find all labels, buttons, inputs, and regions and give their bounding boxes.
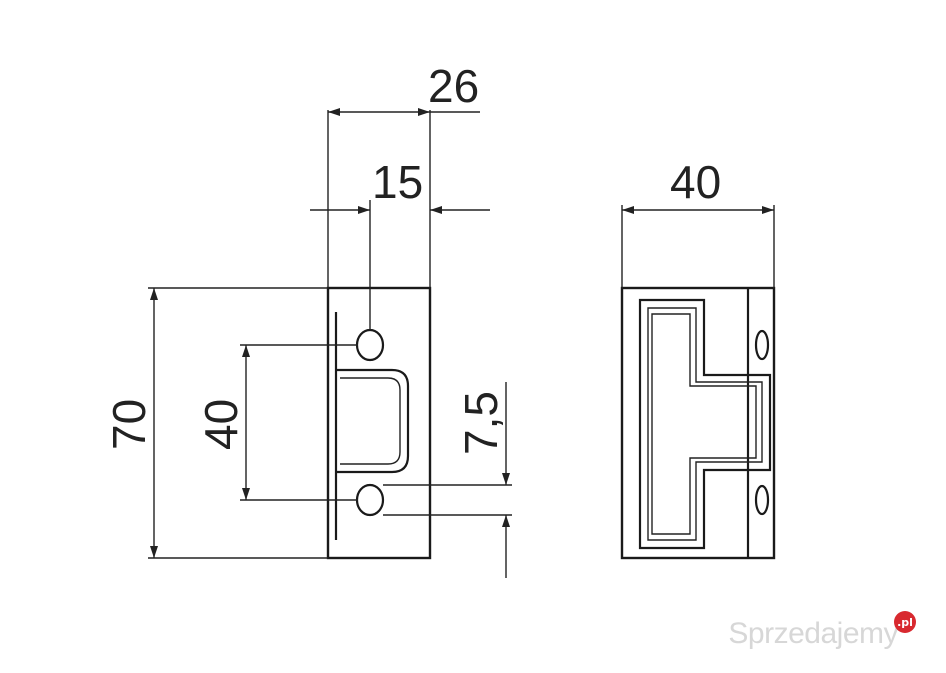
dim-label-40-holes: 40 (195, 399, 247, 450)
latch-pocket (336, 368, 410, 474)
t-pocket-outer (638, 298, 772, 550)
front-view: 26 15 70 40 7,5 (103, 60, 512, 578)
dim-label-7-5: 7,5 (455, 391, 507, 455)
dim-label-15: 15 (372, 156, 423, 208)
dim-label-70: 70 (103, 399, 155, 450)
strike-plate-outline (326, 286, 432, 560)
dim-label-40-width: 40 (670, 156, 721, 208)
side-hole-top (754, 329, 770, 361)
t-pocket-core (651, 313, 757, 535)
watermark-logo: Sprzedajemy .pl (728, 611, 916, 651)
side-hole-bottom (754, 484, 770, 516)
watermark-badge: .pl (894, 611, 916, 633)
t-pocket-inner (647, 307, 763, 541)
latch-pocket-inner (340, 377, 401, 465)
side-view: 40 (620, 156, 776, 560)
side-body-outline (620, 286, 776, 560)
dim-label-26: 26 (428, 60, 479, 112)
watermark-text: Sprzedajemy (728, 617, 898, 650)
